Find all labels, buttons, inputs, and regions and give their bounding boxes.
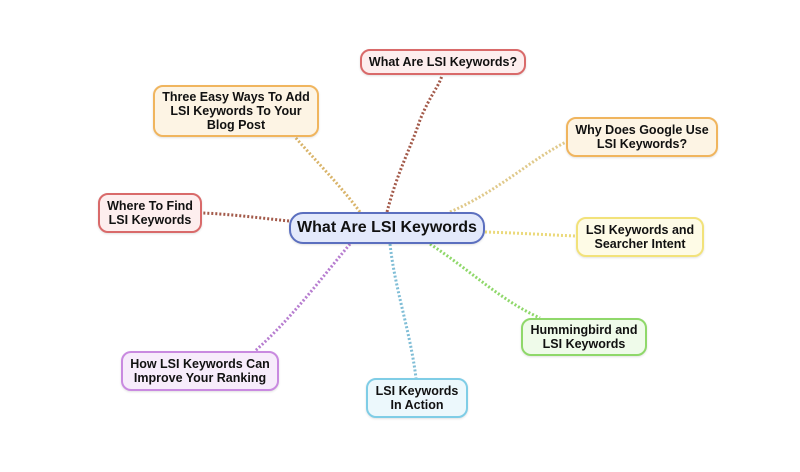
node-where-to-find[interactable]: Where To Find LSI Keywords: [98, 193, 202, 233]
node-improve-ranking[interactable]: How LSI Keywords Can Improve Your Rankin…: [121, 351, 279, 391]
connector-in-action: [388, 243, 418, 379]
connector-what-are-lsi-keywords: [385, 74, 444, 213]
connector-where-to-find: [201, 211, 290, 223]
connector-hummingbird: [429, 242, 541, 320]
connector-improve-ranking: [254, 243, 352, 353]
connector-three-easy-ways: [293, 136, 362, 213]
connector-searcher-intent: [484, 230, 577, 238]
node-three-easy-ways[interactable]: Three Easy Ways To Add LSI Keywords To Y…: [153, 85, 319, 137]
connector-why-google: [449, 140, 567, 214]
node-central-topic[interactable]: What Are LSI Keywords: [289, 212, 485, 244]
node-what-are-lsi-keywords[interactable]: What Are LSI Keywords?: [360, 49, 526, 75]
node-in-action[interactable]: LSI Keywords In Action: [366, 378, 468, 418]
node-why-google-uses-lsi[interactable]: Why Does Google Use LSI Keywords?: [566, 117, 718, 157]
node-searcher-intent[interactable]: LSI Keywords and Searcher Intent: [576, 217, 704, 257]
node-hummingbird[interactable]: Hummingbird and LSI Keywords: [521, 318, 647, 356]
